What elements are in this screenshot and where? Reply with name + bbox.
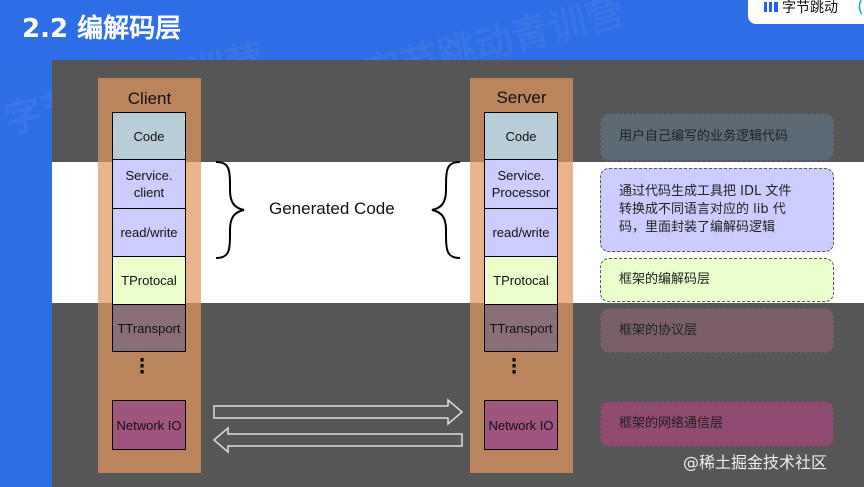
server-networkio-box: Network IO [484,400,558,450]
client-ellipsis: ··· [138,350,146,383]
server-label: Server [496,88,547,107]
logo-text: 字节跳动 [782,0,838,16]
note-generated: 通过代码生成工具把 IDL 文件 转换成不同语言对应的 lib 代 码，里面封装… [600,168,834,252]
server-tprotocal-box: TProtocal [484,256,558,305]
server-ellipsis: ··· [510,350,518,383]
client-ttransport-box: TTransport [112,304,186,352]
logo-icon [764,2,778,12]
page-title: 2.2 编解码层 [22,14,182,44]
header-bar [0,0,864,60]
client-networkio-box: Network IO [112,400,186,450]
note-ttransport: 框架的协议层 [600,308,834,353]
server-service-box: Service. Processor [484,159,558,209]
server-readwrite-box: read/write [484,208,558,257]
server-ttransport-box: TTransport [484,304,558,352]
left-brace-icon [215,161,245,259]
left-arrow-icon [212,426,463,454]
client-code-box: Code [112,112,186,160]
note-networkio: 框架的网络通信层 [600,401,834,447]
note-tprotocal: 框架的编解码层 [600,258,834,302]
note-code: 用户自己编写的业务逻辑代码 [600,113,834,161]
client-readwrite-box: read/write [112,208,186,257]
server-code-box: Code [484,112,558,160]
brand-logo: 字节跳动 ( [748,0,864,24]
client-label: Client [127,89,172,108]
right-brace-icon [431,161,461,259]
client-service-box: Service. client [112,159,186,209]
logo-mark-icon: ( [856,0,864,17]
generated-code-label: Generated Code [269,199,395,218]
client-tprotocal-box: TProtocal [112,256,186,305]
network-arrows [212,398,464,454]
watermark-text: @稀土掘金技术社区 [683,453,828,472]
right-arrow-icon [213,398,464,426]
